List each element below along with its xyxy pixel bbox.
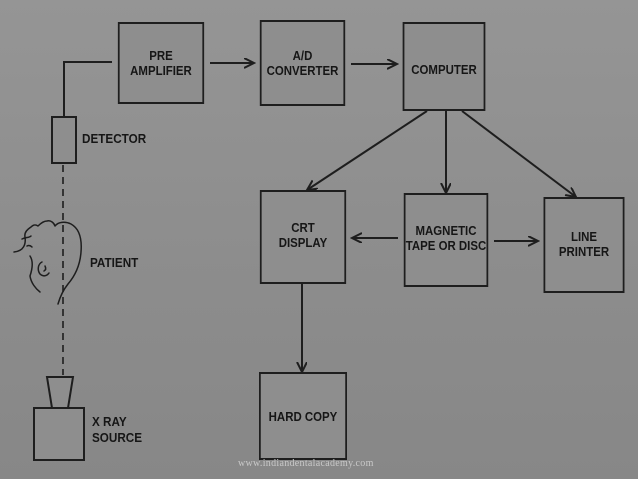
xray-source-line-2: SOURCE (92, 430, 143, 445)
computer-to-crt-arrow (307, 110, 428, 190)
magnetic-tape-line-2: TAPE OR DISC (405, 238, 487, 253)
patient-head-icon (13, 220, 82, 305)
line-printer-box: LINE PRINTER (543, 197, 625, 293)
computer-to-printer-arrow (461, 110, 576, 197)
pre-amplifier-line-2: AMPLIFIER (130, 63, 192, 78)
watermark-text: www.indiandentalacademy.com (238, 458, 374, 469)
crt-display-line-1: CRT (291, 220, 315, 235)
hard-copy-label: HARD COPY (268, 408, 338, 424)
xray-source-cone (45, 376, 75, 409)
pre-amplifier-line-1: PRE (149, 48, 173, 63)
detector-label: DETECTOR (82, 131, 147, 146)
xray-source-label: X RAY SOURCE (92, 414, 142, 446)
magnetic-tape-box: MAGNETIC TAPE OR DISC (403, 193, 489, 287)
computer-box: COMPUTER (402, 22, 486, 111)
crt-display-line-2: DISPLAY (278, 235, 328, 250)
computer-label: COMPUTER (411, 62, 477, 77)
detector-block (51, 116, 77, 164)
detector-to-preamp-wire (63, 61, 112, 117)
xray-source-housing (33, 407, 85, 461)
ad-converter-box: A/D CONVERTER (259, 20, 346, 106)
magnetic-tape-line-1: MAGNETIC (415, 223, 477, 238)
line-printer-line-1: LINE (570, 229, 598, 244)
crt-display-box: CRT DISPLAY (259, 190, 347, 284)
line-printer-line-2: PRINTER (558, 244, 610, 259)
pre-amplifier-box: PRE AMPLIFIER (117, 22, 205, 104)
xray-source-line-1: X RAY (92, 414, 127, 429)
ad-converter-line-1: A/D (292, 48, 313, 63)
hard-copy-box: HARD COPY (259, 372, 347, 460)
patient-label: PATIENT (90, 255, 139, 270)
ad-converter-line-2: CONVERTER (266, 63, 339, 78)
